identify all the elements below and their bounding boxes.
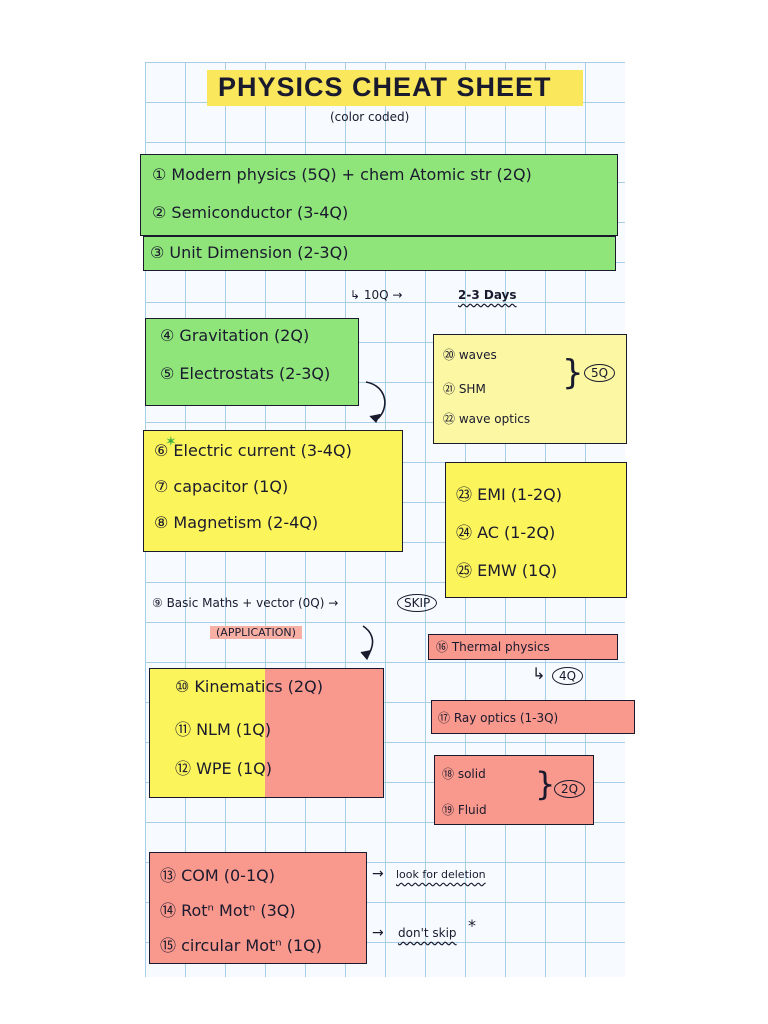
kinematics-box (149, 668, 384, 798)
skip-badge: SKIP (397, 594, 438, 612)
thermal-arrow: ↳ (532, 664, 546, 683)
topic-thermal: ⑯ Thermal physics (436, 640, 550, 654)
look-arrow-icon: → (372, 866, 384, 882)
topic-wave-optics: ㉒ wave optics (443, 412, 531, 426)
look-for-deletion-note: look for deletion (396, 868, 486, 881)
emi-box (445, 462, 627, 598)
gravitation-box (145, 318, 359, 406)
thermal-count-badge: 4Q (552, 667, 584, 685)
topic-unit-dimension: ③ Unit Dimension (2-3Q) (150, 243, 349, 262)
electric-current-box (143, 430, 403, 552)
topic-ray-optics: ⑰ Ray optics (1-3Q) (438, 711, 559, 725)
green-topic-box (140, 154, 618, 236)
topic-com: ⑬ COM (0-1Q) (160, 866, 275, 885)
topic-wpe: ⑫ WPE (1Q) (175, 759, 273, 778)
topic-rotational-motion: ⑭ Rotⁿ Motⁿ (3Q) (160, 901, 296, 920)
topic-solid: ⑱ solid (442, 767, 486, 781)
page-subtitle: (color coded) (330, 110, 410, 124)
topic-capacitor: ⑦ capacitor (1Q) (154, 477, 289, 496)
application-label: (APPLICATION) (210, 626, 302, 639)
topic-magnetism: ⑧ Magnetism (2-4Q) (154, 513, 319, 532)
green-total-note: ↳ 10Q → (350, 288, 403, 302)
solid-fluid-total-badge: 2Q (554, 780, 586, 798)
topic-emw: ㉕ EMW (1Q) (456, 561, 558, 580)
curved-arrow-icon (365, 381, 386, 424)
thermal-box (428, 634, 618, 660)
topic-shm: ㉑ SHM (443, 382, 486, 396)
waves-brace-icon: } (562, 353, 584, 393)
topic-fluid: ⑲ Fluid (442, 803, 487, 817)
page-title: PHYSICS CHEAT SHEET (218, 72, 552, 102)
topic-waves: ⑳ waves (443, 348, 497, 362)
topic-emi: ㉓ EMI (1-2Q) (456, 485, 563, 504)
solid-fluid-brace-icon: } (535, 765, 556, 803)
green-topic-box-unit (143, 236, 616, 271)
ray-optics-box (431, 700, 635, 734)
topic-basic-maths: ⑨ Basic Maths + vector (0Q) → (152, 596, 339, 610)
topic-semiconductor: ② Semiconductor (3-4Q) (152, 203, 349, 222)
waves-total-badge: 5Q (584, 364, 616, 382)
down-arrow-icon (360, 625, 374, 661)
com-box (149, 852, 367, 964)
topic-nlm: ⑪ NLM (1Q) (175, 720, 272, 739)
topic-circular-motion: ⑮ circular Motⁿ (1Q) (160, 936, 322, 955)
topic-electrostats: ⑤ Electrostats (2-3Q) (160, 364, 331, 383)
topic-modern-physics: ① Modern physics (5Q) + chem Atomic str … (152, 165, 532, 184)
kinematics-red-overlay (265, 669, 383, 797)
topic-gravitation: ④ Gravitation (2Q) (160, 326, 310, 345)
topic-ac: ㉔ AC (1-2Q) (456, 523, 556, 542)
skip-arrow-icon: → (372, 925, 384, 941)
dont-skip-star: * (468, 916, 476, 935)
green-days-note: 2-3 Days (458, 288, 517, 302)
topic-electric-current: ⑥ Electric current (3-4Q) (154, 441, 352, 460)
title-highlight (207, 70, 583, 106)
dont-skip-note: don't skip (398, 926, 457, 940)
waves-box (433, 334, 627, 444)
star-icon: ✶ (165, 434, 177, 450)
topic-kinematics: ⑩ Kinematics (2Q) (175, 677, 323, 696)
